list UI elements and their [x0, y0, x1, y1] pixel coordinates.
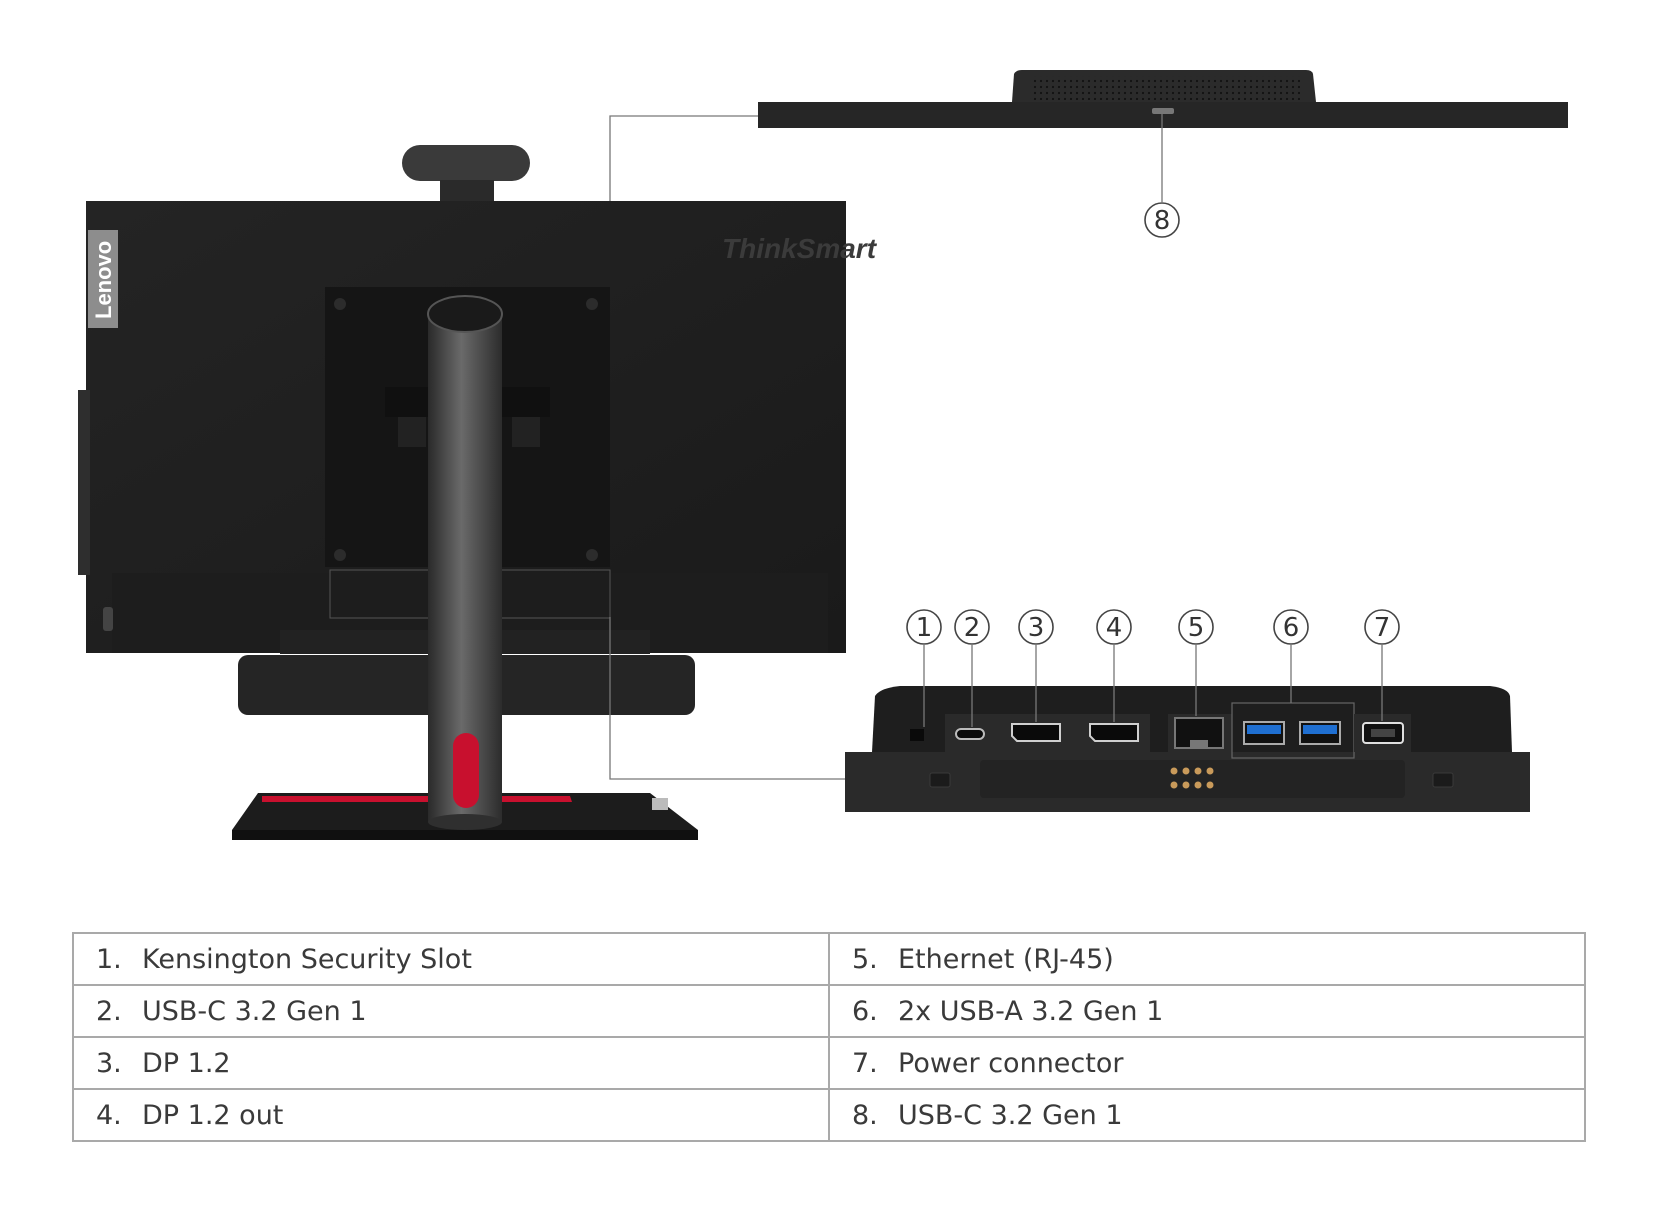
svg-text:3: 3 — [1028, 613, 1045, 643]
table-cell: 2. USB-C 3.2 Gen 1 — [72, 984, 830, 1038]
svg-text:5: 5 — [1188, 613, 1205, 643]
monitor-top-view — [758, 70, 1568, 128]
item-label: DP 1.2 — [142, 1047, 231, 1079]
item-number: 5. — [852, 943, 878, 975]
cable-clip — [453, 733, 479, 808]
item-number: 7. — [852, 1047, 878, 1079]
item-number: 2. — [96, 995, 122, 1027]
table-row: 2. USB-C 3.2 Gen 1 6. 2x USB-A 3.2 Gen 1 — [72, 984, 1586, 1038]
item-number: 1. — [96, 943, 122, 975]
back-logo: ThinkSmart — [722, 233, 878, 264]
item-number: 3. — [96, 1047, 122, 1079]
item-number: 6. — [852, 995, 878, 1027]
svg-text:1: 1 — [916, 613, 933, 643]
table-cell: 4. DP 1.2 out — [72, 1088, 830, 1142]
callout-1: 1 — [906, 609, 942, 645]
kensington-slot — [910, 729, 924, 741]
item-label: 2x USB-A 3.2 Gen 1 — [898, 995, 1164, 1027]
usb-a-port-1 — [1243, 721, 1285, 745]
item-label: Kensington Security Slot — [142, 943, 472, 975]
table-row: 4. DP 1.2 out 8. USB-C 3.2 Gen 1 — [72, 1088, 1586, 1142]
side-logo: Lenovo — [91, 241, 116, 319]
callout-6: 6 — [1273, 609, 1309, 645]
stand-pole — [427, 295, 503, 830]
callout-8: 8 — [1144, 202, 1180, 238]
item-label: USB-C 3.2 Gen 1 — [142, 995, 367, 1027]
table-cell: 7. Power connector — [828, 1036, 1586, 1090]
callout-7: 7 — [1364, 609, 1400, 645]
pogo-pin-connector — [1170, 767, 1214, 789]
svg-text:7: 7 — [1374, 613, 1391, 643]
callout-2: 2 — [954, 609, 990, 645]
table-cell: 5. Ethernet (RJ-45) — [828, 932, 1586, 986]
item-label: Ethernet (RJ-45) — [898, 943, 1114, 975]
dp-port — [1011, 723, 1061, 742]
callout-3: 3 — [1018, 609, 1054, 645]
svg-text:8: 8 — [1154, 206, 1171, 236]
svg-text:2: 2 — [964, 613, 981, 643]
dock-bottom-view — [845, 686, 1530, 812]
dp-out-port — [1089, 723, 1139, 742]
table-cell: 3. DP 1.2 — [72, 1036, 830, 1090]
table-row: 1. Kensington Security Slot 5. Ethernet (R… — [72, 932, 1586, 986]
table-cell: 1. Kensington Security Slot — [72, 932, 830, 986]
monitor-diagram: Lenovo ThinkSmart — [78, 70, 1568, 840]
leader-lines — [609, 114, 1163, 780]
item-number: 8. — [852, 1099, 878, 1131]
item-label: DP 1.2 out — [142, 1099, 284, 1131]
table-row: 3. DP 1.2 7. Power connector — [72, 1036, 1586, 1090]
usb-c-top-port — [1152, 108, 1174, 114]
ports-table: 1. Kensington Security Slot 5. Ethernet (R… — [72, 932, 1586, 1142]
svg-text:6: 6 — [1283, 613, 1300, 643]
ethernet-port — [1174, 717, 1224, 749]
callout-4: 4 — [1096, 609, 1132, 645]
lenovo-badge — [88, 230, 118, 328]
dock-callout-lines — [923, 645, 1383, 727]
item-number: 4. — [96, 1099, 122, 1131]
usb-a-port-2 — [1299, 721, 1341, 745]
power-connector-port — [1362, 722, 1404, 744]
callout-5: 5 — [1178, 609, 1214, 645]
usb-c-port — [955, 728, 985, 740]
item-label: Power connector — [898, 1047, 1124, 1079]
svg-text:4: 4 — [1106, 613, 1123, 643]
table-cell: 6. 2x USB-A 3.2 Gen 1 — [828, 984, 1586, 1038]
item-label: USB-C 3.2 Gen 1 — [898, 1099, 1123, 1131]
table-cell: 8. USB-C 3.2 Gen 1 — [828, 1088, 1586, 1142]
